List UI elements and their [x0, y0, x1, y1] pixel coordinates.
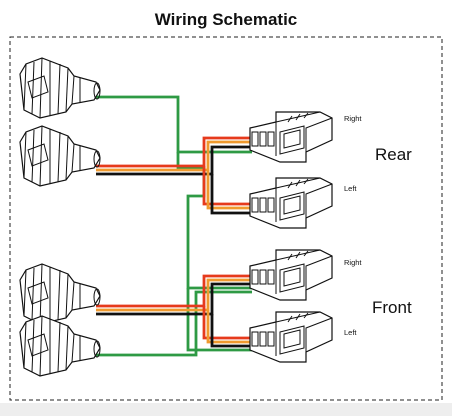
bottom-strip: [0, 403, 452, 416]
block-connector-rear-right: [249, 111, 333, 163]
green-wire-front-right: [96, 290, 252, 357]
page-title: Wiring Schematic: [155, 10, 298, 29]
connector-label-front-right: Right: [344, 258, 362, 267]
wire-group: [96, 95, 252, 357]
plug-connector-2: [19, 125, 101, 187]
rear-left-black-wire: [210, 174, 252, 215]
connector-label-front-left: Left: [344, 328, 357, 337]
green-wire-rear-right: [96, 95, 252, 154]
front-right-red-wire: [96, 274, 252, 308]
connector-label-rear-left: Left: [344, 184, 357, 193]
plug-connector-3: [19, 263, 101, 325]
plug-connector-1: [19, 57, 101, 119]
front-right-orange-wire: [96, 278, 252, 312]
rear-left-orange-wire: [206, 170, 252, 210]
rear-left-red-wire: [202, 166, 252, 206]
front-left-red-wire: [202, 306, 252, 340]
block-connector-front-right: [249, 249, 333, 301]
front-right-black-wire: [96, 282, 252, 316]
schematic-frame: [9, 36, 443, 401]
plug-connector-4: [19, 315, 101, 377]
rear-right-orange-wire: [96, 140, 252, 172]
front-left-black-wire: [210, 314, 252, 348]
front-left-orange-wire: [206, 310, 252, 344]
green-wire-rear-left: [176, 152, 252, 290]
block-connector-front-left: [249, 311, 333, 363]
rear-right-black-wire: [96, 145, 252, 176]
rear-right-red-wire: [96, 136, 252, 168]
group-label-rear: Rear: [375, 145, 412, 164]
block-connector-rear-left: [249, 177, 333, 229]
group-label-front: Front: [372, 298, 412, 317]
connector-label-rear-right: Right: [344, 114, 362, 123]
